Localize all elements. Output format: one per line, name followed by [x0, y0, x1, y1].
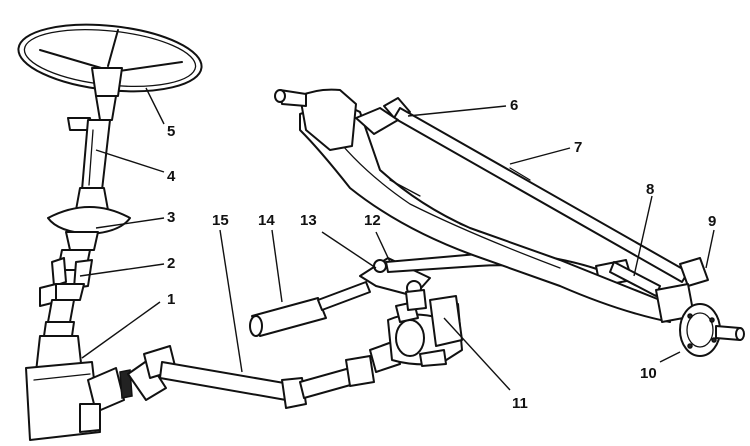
callout-8: 8 [646, 181, 654, 198]
callout-12: 12 [364, 212, 381, 229]
steering-gear [25, 335, 133, 441]
steering-arm [355, 107, 399, 135]
callout-labels: 1 2 3 4 5 6 7 8 9 10 11 12 13 14 15 [167, 97, 716, 412]
intermediate-shaft [127, 345, 375, 409]
column-support-bracket [47, 187, 131, 251]
steering-knuckle-hub [655, 283, 745, 357]
callout-10: 10 [640, 365, 657, 382]
callout-14: 14 [258, 212, 275, 229]
knuckle-arm [609, 261, 661, 297]
callout-6: 6 [510, 97, 518, 114]
callout-7: 7 [574, 139, 582, 156]
callout-1: 1 [167, 291, 175, 308]
leader-lines [79, 87, 715, 391]
callout-9: 9 [708, 213, 716, 230]
callout-13: 13 [300, 212, 317, 229]
callout-2: 2 [167, 255, 175, 272]
callout-15: 15 [212, 212, 229, 229]
steering-column [67, 67, 123, 191]
cardan-shaft [39, 249, 93, 337]
power-cylinder [249, 281, 371, 337]
callout-4: 4 [167, 168, 176, 185]
hydraulic-booster-valve [369, 295, 463, 373]
front-axle-beam [274, 88, 671, 323]
callout-11: 11 [512, 395, 528, 412]
callout-3: 3 [167, 209, 175, 226]
callout-5: 5 [167, 123, 175, 140]
